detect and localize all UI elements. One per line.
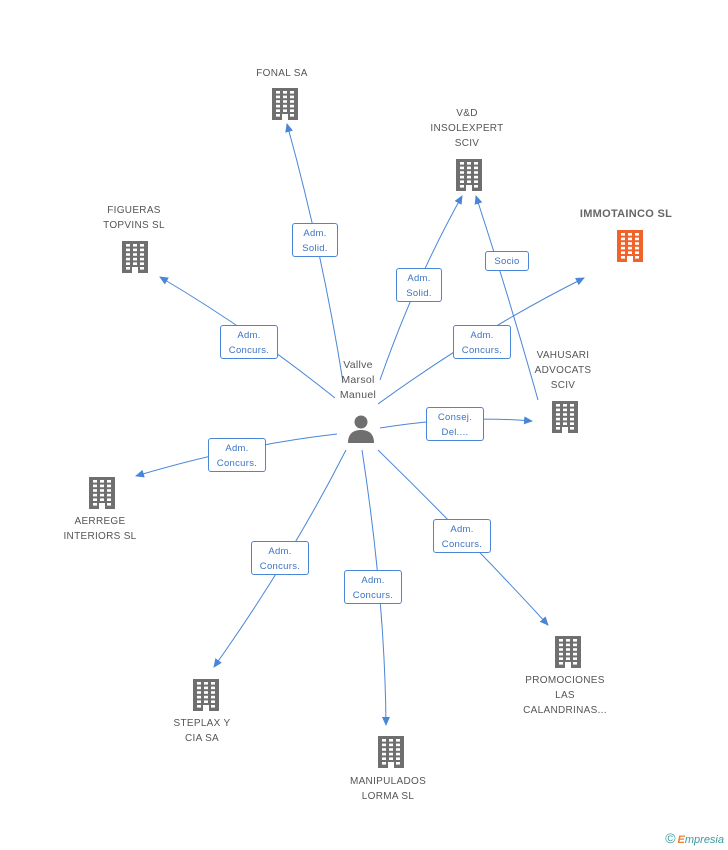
relation-label-socio[interactable]: Socio bbox=[485, 251, 529, 271]
company-label-vd[interactable]: V&D INSOLEXPERT SCIV bbox=[407, 106, 527, 151]
relation-label-line: Concurs. bbox=[461, 345, 503, 356]
brand-initial: E bbox=[677, 834, 685, 846]
building-icon-steplax[interactable] bbox=[190, 677, 222, 711]
relation-label-immotainco[interactable]: Adm. Concurs. bbox=[453, 325, 511, 359]
building-icon-manipulados[interactable] bbox=[375, 734, 407, 768]
company-label-immotainco[interactable]: IMMOTAINCO SL bbox=[566, 207, 686, 222]
company-label-line: V&D bbox=[456, 108, 478, 119]
relation-label-line: Concurs. bbox=[216, 458, 258, 469]
relation-label-line: Adm. bbox=[268, 546, 292, 557]
relation-label-line: Consej. bbox=[437, 412, 473, 423]
relation-label-vd[interactable]: Adm. Solid. bbox=[396, 268, 442, 302]
center-label-line: Marsol bbox=[341, 374, 375, 386]
relation-label-manipulados[interactable]: Adm. Concurs. bbox=[344, 570, 402, 604]
building-icon-fonal[interactable] bbox=[269, 86, 301, 120]
relation-label-line: Adm. bbox=[407, 273, 431, 284]
relation-label-fonal[interactable]: Adm. Solid. bbox=[292, 223, 338, 257]
company-label-line: ADVOCATS bbox=[534, 365, 592, 376]
relation-label-line: Concurs. bbox=[441, 539, 483, 550]
company-label-line: CIA SA bbox=[184, 733, 220, 744]
company-label-line: STEPLAX Y bbox=[173, 718, 231, 729]
company-label-line: TOPVINS SL bbox=[103, 220, 165, 231]
brand-name: mpresia bbox=[684, 834, 724, 846]
relation-label-figueras[interactable]: Adm. Concurs. bbox=[220, 325, 278, 359]
company-label-manipulados[interactable]: MANIPULADOS LORMA SL bbox=[328, 774, 448, 804]
edge-line-socio bbox=[474, 195, 539, 401]
company-label-fonal[interactable]: FONAL SA bbox=[222, 66, 342, 81]
relation-label-line: Solid. bbox=[302, 243, 328, 254]
relation-label-line: Concurs. bbox=[228, 345, 270, 356]
company-label-line: INTERIORS SL bbox=[63, 531, 137, 542]
copyright-icon: © bbox=[665, 830, 676, 846]
relation-label-line: Adm. bbox=[225, 443, 249, 454]
company-label-line: PROMOCIONES bbox=[525, 675, 605, 686]
relation-label-line: Adm. bbox=[450, 524, 474, 535]
company-label-promociones[interactable]: PROMOCIONES LAS CALANDRINAS... bbox=[505, 673, 625, 718]
center-label-line: Vallve bbox=[343, 359, 373, 371]
relation-label-line: Concurs. bbox=[352, 590, 394, 601]
company-label-figueras[interactable]: FIGUERAS TOPVINS SL bbox=[74, 203, 194, 233]
company-label-aerrege[interactable]: AERREGE INTERIORS SL bbox=[40, 514, 160, 544]
relation-label-line: Del.... bbox=[441, 427, 469, 438]
person-icon[interactable] bbox=[345, 413, 377, 445]
company-label-line: FONAL SA bbox=[256, 68, 308, 79]
company-label-line: MANIPULADOS bbox=[349, 776, 427, 787]
building-icon-vd[interactable] bbox=[453, 157, 485, 191]
company-label-line: SCIV bbox=[454, 138, 480, 149]
relation-label-steplax[interactable]: Adm. Concurs. bbox=[251, 541, 309, 575]
company-label-line: FIGUERAS bbox=[107, 205, 161, 216]
company-label-line: CALANDRINAS... bbox=[523, 705, 607, 716]
company-label-vahusari[interactable]: VAHUSARI ADVOCATS SCIV bbox=[503, 348, 623, 393]
relation-label-line: Socio bbox=[494, 256, 520, 267]
center-label-line: Manuel bbox=[339, 389, 377, 401]
relation-label-line: Adm. bbox=[237, 330, 261, 341]
building-icon-aerrege[interactable] bbox=[86, 475, 118, 509]
company-label-line: SCIV bbox=[550, 380, 576, 391]
relation-label-aerrege[interactable]: Adm. Concurs. bbox=[208, 438, 266, 472]
company-label-line: LORMA SL bbox=[361, 791, 415, 802]
relation-label-line: Adm. bbox=[470, 330, 494, 341]
relation-label-promociones[interactable]: Adm. Concurs. bbox=[433, 519, 491, 553]
center-person-label[interactable]: Vallve Marsol Manuel bbox=[318, 358, 398, 403]
relation-label-line: Solid. bbox=[406, 288, 432, 299]
company-label-line: AERREGE bbox=[74, 516, 126, 527]
building-icon-figueras[interactable] bbox=[119, 239, 151, 273]
relation-label-line: Adm. bbox=[303, 228, 327, 239]
footer-brand[interactable]: ©Empresia bbox=[665, 830, 724, 846]
building-icon-promociones[interactable] bbox=[552, 634, 584, 668]
relation-label-line: Adm. bbox=[361, 575, 385, 586]
building-icon-immotainco[interactable] bbox=[614, 228, 646, 262]
building-icon-vahusari[interactable] bbox=[549, 399, 581, 433]
relation-label-vahusari[interactable]: Consej. Del.... bbox=[426, 407, 484, 441]
company-label-line: IMMOTAINCO SL bbox=[579, 208, 673, 220]
company-label-line: VAHUSARI bbox=[536, 350, 590, 361]
relation-label-line: Concurs. bbox=[259, 561, 301, 572]
company-label-line: INSOLEXPERT bbox=[430, 123, 504, 134]
company-label-steplax[interactable]: STEPLAX Y CIA SA bbox=[142, 716, 262, 746]
company-label-line: LAS bbox=[555, 690, 575, 701]
